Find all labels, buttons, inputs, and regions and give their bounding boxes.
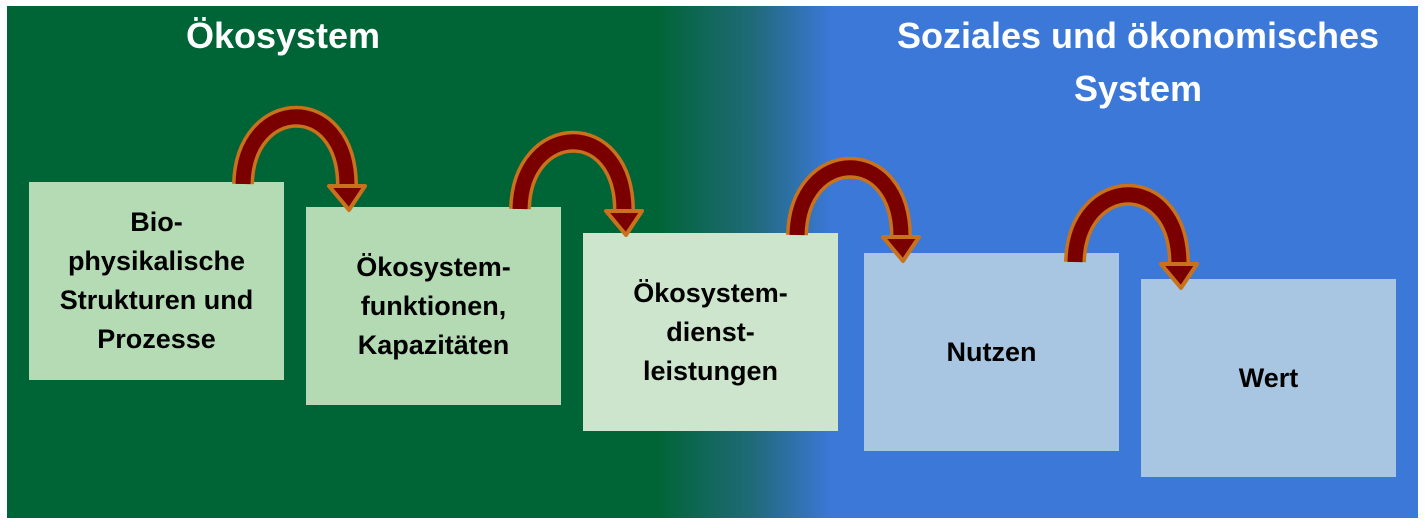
box-label: Ökosystem- funktionen, Kapazitäten [356,251,511,360]
box-benefits: Nutzen [864,253,1119,451]
box-label: Wert [1238,362,1299,393]
box-label: Bio- physikalische Strukturen und Prozes… [59,207,254,354]
box-ecosystem-functions: Ökosystem- funktionen, Kapazitäten [306,207,561,405]
curved-arrow-icon [509,130,644,237]
curved-arrow-icon [786,156,921,263]
curved-arrow-icon [1064,183,1199,290]
box-label: Ökosystem- dienst- leistungen [633,277,788,386]
box-biophysical-structures: Bio- physikalische Strukturen und Prozes… [29,182,284,380]
curved-arrow-icon [232,105,367,212]
title-ecosystem: Ökosystem [185,15,381,56]
box-ecosystem-services: Ökosystem- dienst- leistungen [583,233,838,431]
title-social-economic-system: Soziales und ökonomisches System [896,15,1380,109]
box-value: Wert [1141,279,1396,477]
box-label: Nutzen [946,336,1037,367]
